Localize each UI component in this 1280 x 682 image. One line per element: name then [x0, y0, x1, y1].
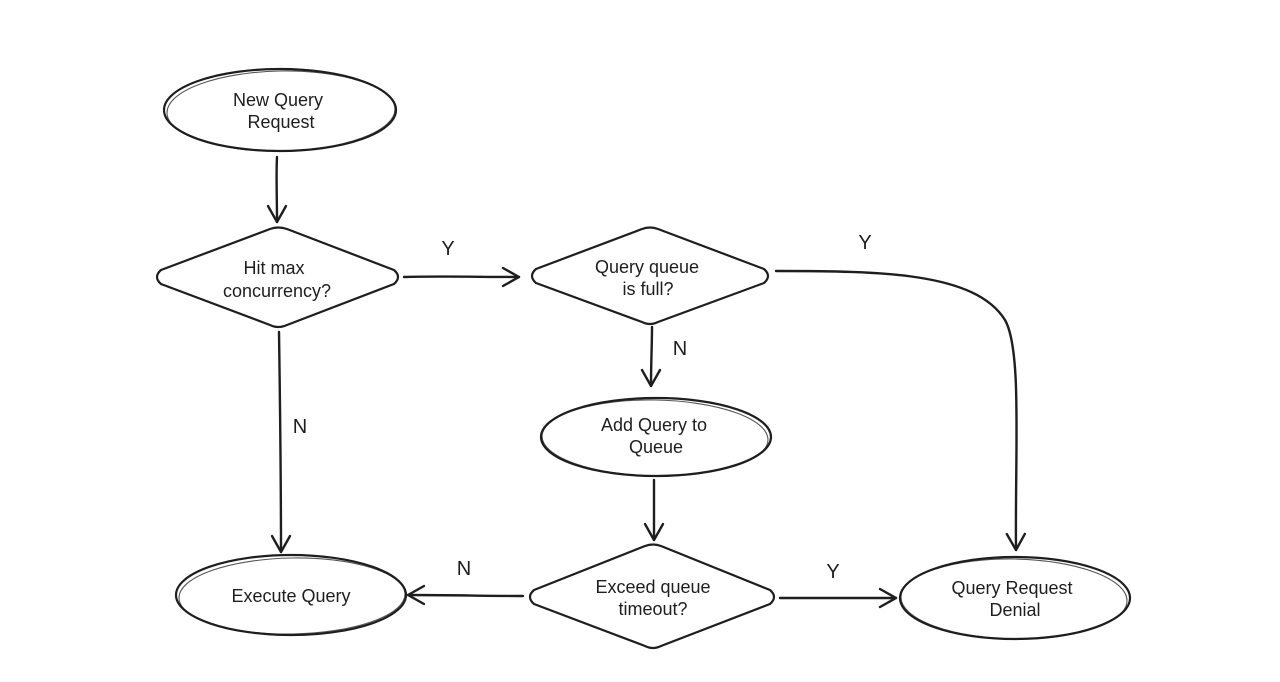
- node-add-query-to-queue: Add Query to Queue: [539, 396, 773, 478]
- edge-timeout-no: [406, 584, 525, 606]
- edge-label-timeout-yes: Y: [826, 561, 839, 583]
- node-label-line-1: Add Query to: [601, 415, 707, 435]
- edge-label-queue-full-yes: Y: [858, 232, 871, 254]
- edge-label-concurrency-no: N: [293, 416, 307, 438]
- node-label-line-2: is full?: [622, 279, 673, 299]
- node-label-line-2: concurrency?: [223, 281, 331, 301]
- node-label-line-1: Query Request: [951, 578, 1072, 598]
- node-label-line-1: Query queue: [595, 257, 699, 277]
- node-label-line-1: Execute Query: [231, 586, 350, 606]
- node-label-line-2: timeout?: [618, 599, 687, 619]
- node-exceed-queue-timeout: Exceed queue timeout?: [528, 543, 776, 650]
- node-sketch-stroke: [166, 70, 396, 152]
- node-label-line-2: Denial: [989, 600, 1040, 620]
- node-shape: [528, 543, 776, 650]
- node-label-line-1: Hit max: [243, 258, 304, 278]
- edge-label-timeout-no: N: [457, 558, 471, 580]
- node-query-queue-full: Query queue is full?: [530, 226, 770, 326]
- node-label-line-1: New Query: [233, 90, 323, 110]
- node-execute-query: Execute Query: [174, 553, 408, 637]
- node-label-line-2: Request: [247, 112, 314, 132]
- node-query-request-denial: Query Request Denial: [898, 555, 1132, 641]
- node-label-line-1: Exceed queue: [595, 577, 710, 597]
- node-shape: [155, 226, 400, 329]
- node-label-line-2: Queue: [629, 437, 683, 457]
- node-shape: [530, 226, 770, 326]
- node-sketch-stroke: [541, 399, 769, 477]
- edge-queue-full-yes: [774, 269, 1027, 552]
- edge-label-concurrency-yes: Y: [441, 238, 454, 260]
- node-hit-max-concurrency: Hit max concurrency?: [155, 226, 400, 329]
- edge-label-queue-full-no: N: [673, 338, 687, 360]
- node-new-query-request: New Query Request: [162, 67, 398, 153]
- node-sketch-stroke: [900, 558, 1128, 640]
- node-shape: [174, 553, 408, 637]
- edge-queue-full-no: [640, 325, 662, 388]
- node-sketch-stroke: [178, 557, 406, 635]
- edge-concurrency-no: [270, 330, 292, 554]
